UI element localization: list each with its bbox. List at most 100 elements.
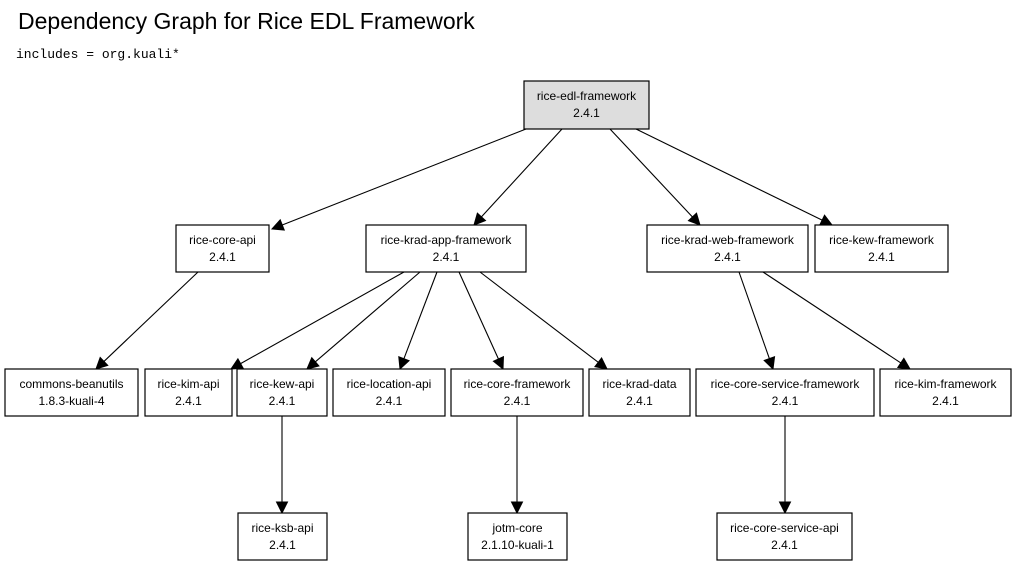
edge-rice-krad-web-framework-to-rice-core-service-framework xyxy=(738,271,776,371)
arrowhead xyxy=(594,357,608,370)
node-version: 2.4.1 xyxy=(209,250,236,264)
node-version: 2.4.1 xyxy=(626,394,653,408)
node-box[interactable] xyxy=(646,224,809,273)
node-name: rice-core-api xyxy=(189,233,256,247)
node-rice-core-service-api[interactable]: rice-core-service-api 2.4.1 xyxy=(716,512,853,561)
edge-rice-edl-framework-to-rice-krad-app-framework xyxy=(473,128,563,226)
node-version: 2.4.1 xyxy=(573,106,600,120)
node-version: 2.4.1 xyxy=(175,394,202,408)
node-name: rice-kim-api xyxy=(157,377,219,391)
arrowhead xyxy=(275,501,289,515)
edge-rice-edl-framework-to-rice-core-api xyxy=(270,128,527,231)
arrowhead xyxy=(270,218,286,231)
node-name: rice-edl-framework xyxy=(537,89,637,103)
node-name: rice-kew-api xyxy=(250,377,315,391)
diagram-title: Dependency Graph for Rice EDL Framework xyxy=(18,8,475,34)
node-name: rice-ksb-api xyxy=(251,521,313,535)
edge-rice-krad-app-framework-to-rice-kew-api xyxy=(306,271,421,370)
node-commons-beanutils[interactable]: commons-beanutils 1.8.3-kuali-4 xyxy=(4,368,139,417)
edge-line xyxy=(609,128,693,218)
edge-rice-krad-app-framework-to-rice-krad-data xyxy=(479,271,608,370)
node-box[interactable] xyxy=(450,368,584,417)
edge-line xyxy=(458,271,499,360)
node-name: rice-core-service-api xyxy=(730,521,839,535)
node-rice-ksb-api[interactable]: rice-ksb-api 2.4.1 xyxy=(237,512,328,561)
arrowhead xyxy=(230,357,245,370)
arrowhead xyxy=(95,356,109,370)
edge-rice-core-api-to-commons-beanutils xyxy=(95,271,199,370)
edge-rice-edl-framework-to-rice-kew-framework xyxy=(635,128,834,226)
edge-line xyxy=(479,271,599,363)
node-box[interactable] xyxy=(332,368,446,417)
arrowhead xyxy=(763,356,776,371)
node-version: 2.4.1 xyxy=(714,250,741,264)
edge-line xyxy=(282,128,527,226)
node-box[interactable] xyxy=(879,368,1012,417)
node-box[interactable] xyxy=(4,368,139,417)
arrowhead xyxy=(510,501,524,515)
node-box[interactable] xyxy=(716,512,853,561)
node-box[interactable] xyxy=(814,224,949,273)
edge-line xyxy=(481,128,563,218)
node-rice-edl-framework[interactable]: rice-edl-framework 2.4.1 xyxy=(523,80,650,130)
node-box[interactable] xyxy=(588,368,691,417)
node-box[interactable] xyxy=(695,368,875,417)
arrowhead xyxy=(306,356,320,370)
arrowhead xyxy=(398,356,410,371)
node-rice-kim-framework[interactable]: rice-kim-framework 2.4.1 xyxy=(879,368,1012,417)
node-rice-krad-app-framework[interactable]: rice-krad-app-framework 2.4.1 xyxy=(365,224,527,273)
edges-layer xyxy=(95,128,911,515)
node-version: 2.4.1 xyxy=(269,394,296,408)
node-box[interactable] xyxy=(523,80,650,130)
node-box[interactable] xyxy=(467,512,568,561)
node-box[interactable] xyxy=(236,368,328,417)
node-rice-krad-data[interactable]: rice-krad-data 2.4.1 xyxy=(588,368,691,417)
edge-line xyxy=(314,271,421,363)
node-box[interactable] xyxy=(144,368,233,417)
edge-rice-edl-framework-to-rice-krad-web-framework xyxy=(609,128,701,226)
node-rice-core-framework[interactable]: rice-core-framework 2.4.1 xyxy=(450,368,584,417)
node-rice-kew-api[interactable]: rice-kew-api 2.4.1 xyxy=(236,368,328,417)
node-rice-core-api[interactable]: rice-core-api 2.4.1 xyxy=(175,224,270,273)
diagram-subtitle: includes = org.kuali* xyxy=(16,47,180,62)
node-name: jotm-core xyxy=(491,521,542,535)
edge-line xyxy=(738,271,770,359)
edge-rice-krad-web-framework-to-rice-kim-framework xyxy=(762,271,911,370)
nodes-layer: rice-edl-framework 2.4.1 rice-core-api 2.4.… xyxy=(4,80,1012,561)
node-box[interactable] xyxy=(365,224,527,273)
node-name: commons-beanutils xyxy=(19,377,123,391)
node-name: rice-krad-data xyxy=(602,377,676,391)
node-name: rice-core-service-framework xyxy=(711,377,861,391)
node-name: rice-core-framework xyxy=(464,377,572,391)
node-version: 2.4.1 xyxy=(932,394,959,408)
edge-rice-core-service-framework-to-rice-core-service-api xyxy=(778,416,792,515)
node-rice-kim-api[interactable]: rice-kim-api 2.4.1 xyxy=(144,368,233,417)
node-version: 2.4.1 xyxy=(868,250,895,264)
node-jotm-core[interactable]: jotm-core 2.1.10-kuali-1 xyxy=(467,512,568,561)
node-name: rice-kim-framework xyxy=(895,377,998,391)
node-version: 2.4.1 xyxy=(433,250,460,264)
node-version: 2.4.1 xyxy=(269,538,296,552)
edge-line xyxy=(762,271,902,364)
edge-rice-core-framework-to-jotm-core xyxy=(510,416,524,515)
edge-rice-krad-app-framework-to-rice-kim-api xyxy=(230,271,405,370)
node-box[interactable] xyxy=(237,512,328,561)
edge-rice-krad-app-framework-to-rice-core-framework xyxy=(458,271,504,371)
node-name: rice-krad-app-framework xyxy=(381,233,513,247)
edge-line xyxy=(240,271,405,365)
edge-line xyxy=(403,271,438,359)
edge-line xyxy=(103,271,199,362)
node-version: 2.1.10-kuali-1 xyxy=(481,538,554,552)
arrowhead xyxy=(687,212,701,226)
edge-rice-kew-api-to-rice-ksb-api xyxy=(275,416,289,515)
node-version: 2.4.1 xyxy=(771,538,798,552)
node-version: 1.8.3-kuali-4 xyxy=(38,394,104,408)
edge-line xyxy=(635,128,823,221)
node-version: 2.4.1 xyxy=(504,394,531,408)
node-box[interactable] xyxy=(175,224,270,273)
